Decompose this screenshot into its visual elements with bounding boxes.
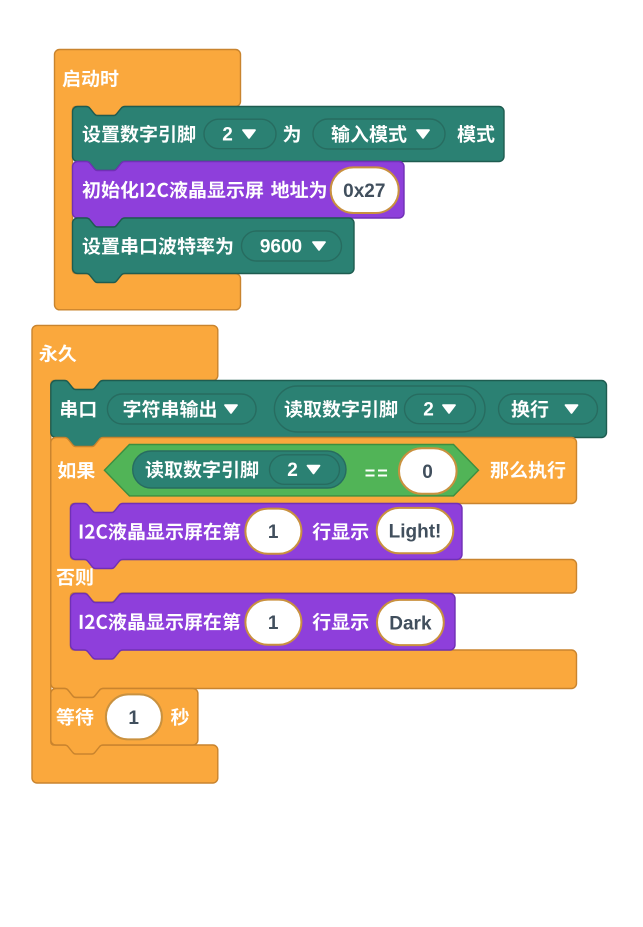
svg-text:Light!: Light! [389,522,442,543]
svg-text:1: 1 [268,522,279,543]
svg-text:==: == [365,464,390,484]
svg-text:1: 1 [128,708,139,729]
svg-text:0x27: 0x27 [343,181,385,202]
svg-text:2: 2 [423,400,434,421]
svg-text:0: 0 [422,462,433,483]
svg-text:Dark: Dark [389,614,432,635]
svg-text:2: 2 [287,460,298,481]
svg-text:1: 1 [268,613,279,634]
svg-text:2: 2 [222,125,233,146]
svg-text:9600: 9600 [260,237,302,258]
